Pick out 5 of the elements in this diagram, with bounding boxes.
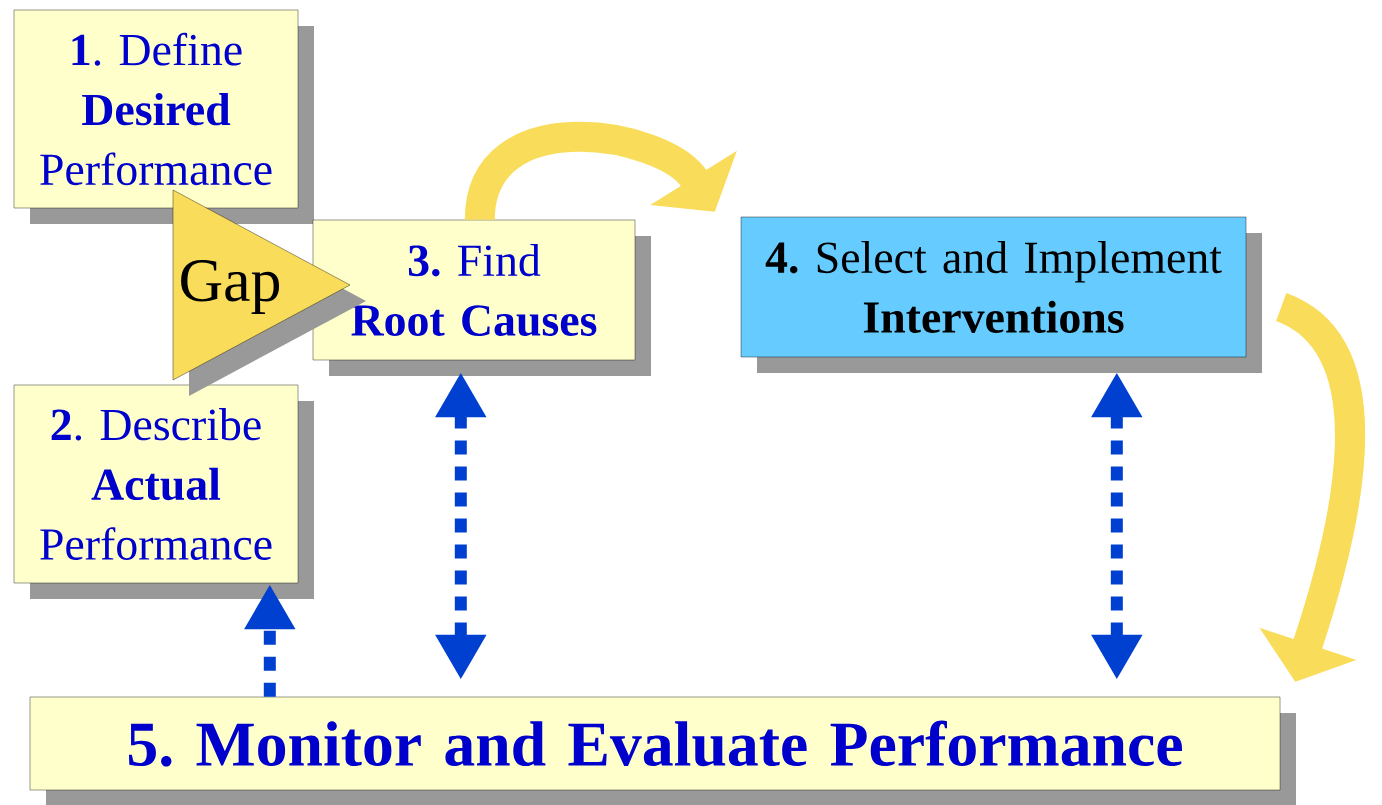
text-box: 4. Select and Implement Interventions [740, 216, 1262, 373]
text-box: 3. Find Root Causes [312, 219, 651, 376]
text-box: 1. Define Desired Performance [13, 9, 314, 224]
text-box: 2. Describe Actual Performance [13, 384, 314, 599]
text-box: 5. Monitor and Evaluate Performance [29, 696, 1296, 805]
